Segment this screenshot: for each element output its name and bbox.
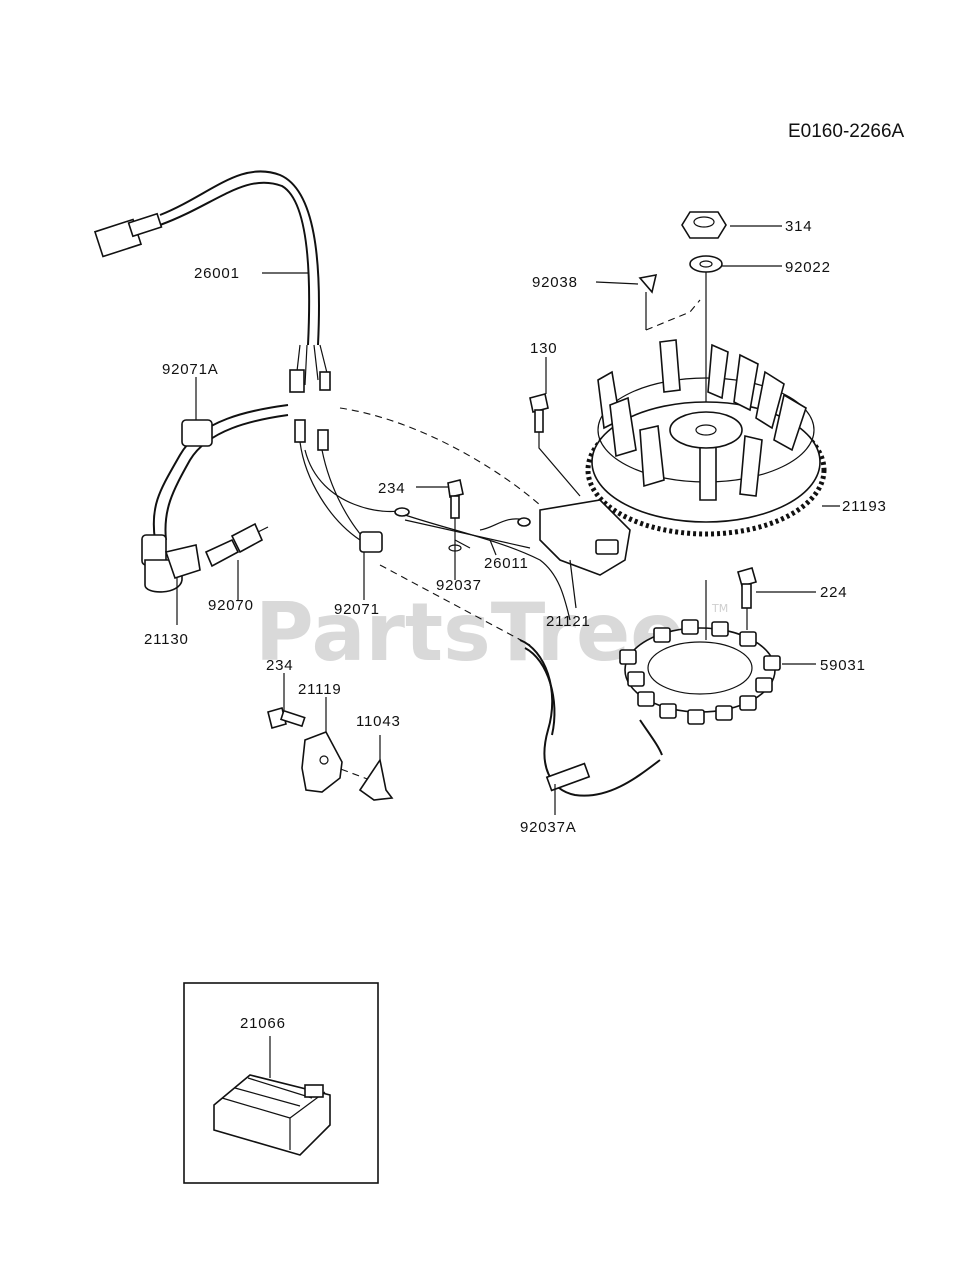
leader-lines <box>176 225 840 732</box>
label-314: 314 <box>785 218 812 235</box>
clamp-92071[interactable] <box>359 531 383 580</box>
watermark-tm: TM <box>711 602 728 615</box>
label-21130: 21130 <box>144 631 189 648</box>
label-21066: 21066 <box>240 1015 286 1032</box>
bolt-234-upper[interactable] <box>447 479 464 560</box>
stator-59031[interactable] <box>619 580 781 725</box>
wire-harness-26001[interactable] <box>93 170 410 546</box>
label-26001: 26001 <box>194 265 240 282</box>
spark-plug-92070[interactable] <box>204 522 269 590</box>
label-92070: 92070 <box>208 597 254 614</box>
clamp-92037A[interactable] <box>519 639 663 815</box>
flywheel-21193[interactable] <box>585 339 827 537</box>
nut-314[interactable] <box>681 211 727 239</box>
key-92038[interactable] <box>638 273 658 330</box>
label-92022: 92022 <box>785 259 831 276</box>
label-92038: 92038 <box>532 274 578 291</box>
label-21119: 21119 <box>298 681 342 698</box>
label-234-upper: 234 <box>378 480 405 497</box>
label-92037: 92037 <box>436 577 482 594</box>
bolt-234-lower[interactable] <box>267 707 306 729</box>
label-11043: 11043 <box>356 713 401 730</box>
label-234-lower: 234 <box>266 657 293 674</box>
label-92037A: 92037A <box>520 819 577 836</box>
plug-cap-21130[interactable] <box>141 534 201 593</box>
bracket-21119[interactable] <box>301 731 343 793</box>
label-224: 224 <box>820 584 847 601</box>
regulator-box[interactable] <box>183 982 379 1184</box>
label-92071: 92071 <box>334 601 380 618</box>
watermark: PartsTree <box>255 586 685 679</box>
ignition-coil-21121[interactable] <box>404 499 631 621</box>
label-26011: 26011 <box>484 555 529 572</box>
label-130: 130 <box>530 340 557 357</box>
label-59031: 59031 <box>820 657 866 674</box>
label-21121: 21121 <box>546 613 591 630</box>
plate-11043[interactable] <box>358 735 394 801</box>
diagram-code: E0160-2266A <box>788 121 905 142</box>
bolt-224[interactable] <box>737 567 757 630</box>
washer-92022[interactable] <box>689 255 723 273</box>
clamp-92071A[interactable] <box>152 404 289 541</box>
bolt-130[interactable] <box>529 393 581 497</box>
label-92071A: 92071A <box>162 361 219 378</box>
label-21193: 21193 <box>842 498 887 515</box>
